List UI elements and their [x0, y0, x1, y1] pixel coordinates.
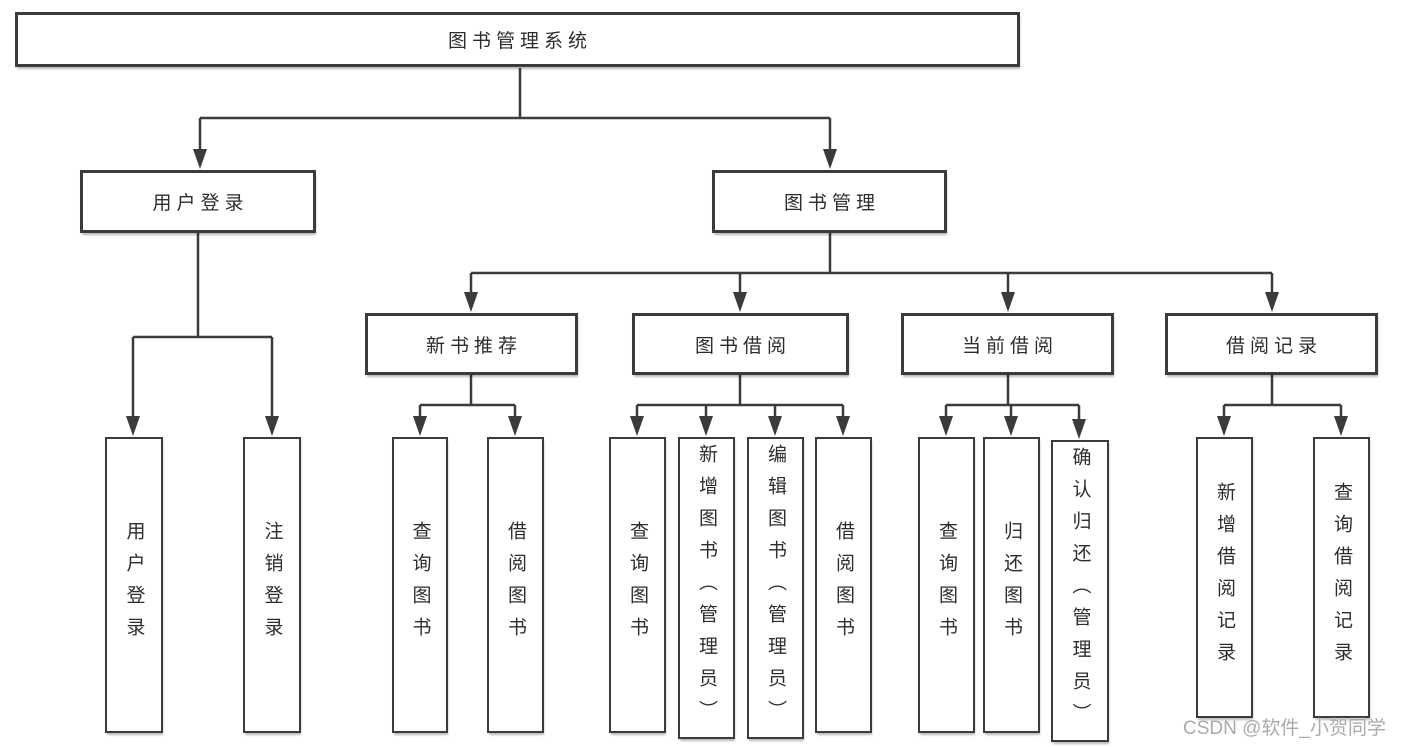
- connector-login: [131, 233, 274, 419]
- arrow-down-icon: [126, 416, 140, 436]
- arrow-down-icon: [1072, 419, 1086, 439]
- arrow-down-icon: [1334, 416, 1348, 436]
- leaf-confirm-return-admin: 确认归还（管理员）: [1051, 440, 1109, 742]
- arrow-down-icon: [939, 416, 953, 436]
- connector-recommend: [418, 375, 517, 419]
- leaf-return-books: 归还图书: [983, 437, 1040, 733]
- node-new-book-recommend: 新书推荐: [365, 313, 578, 375]
- leaf-label: 确认归还（管理员）: [1069, 447, 1091, 735]
- node-book-management: 图书管理: [712, 170, 947, 233]
- arrow-down-icon: [733, 292, 747, 312]
- node-book-borrowing: 图书借阅: [632, 313, 849, 375]
- arrow-down-icon: [508, 416, 522, 436]
- arrow-down-icon: [823, 149, 837, 169]
- connector-root: [198, 68, 832, 152]
- leaf-label: 新增图书（管理员）: [696, 444, 717, 732]
- leaf-label: 借阅图书: [505, 521, 526, 649]
- leaf-query-books-recommend: 查询图书: [392, 437, 448, 733]
- node-current-borrowing: 当前借阅: [901, 313, 1114, 375]
- leaf-logout: 注销登录: [243, 437, 301, 733]
- arrow-down-icon: [836, 416, 850, 436]
- node-user-login: 用户登录: [80, 170, 316, 233]
- connector-borrowing: [635, 375, 845, 419]
- leaf-add-borrow-record: 新增借阅记录: [1196, 437, 1253, 718]
- leaf-user-login: 用户登录: [105, 437, 163, 733]
- connector-current: [944, 375, 1081, 422]
- leaf-borrow-books-borrowing: 借阅图书: [815, 437, 872, 733]
- leaf-label: 查询图书: [627, 521, 648, 649]
- leaf-label: 查询图书: [409, 521, 431, 649]
- leaf-label: 注销登录: [261, 521, 283, 649]
- arrow-down-icon: [768, 416, 782, 436]
- arrow-down-icon: [265, 416, 279, 436]
- arrowheads: [126, 149, 1348, 439]
- csdn-watermark: CSDN @软件_小贺同学: [1183, 718, 1386, 739]
- arrow-down-icon: [1004, 416, 1018, 436]
- leaf-query-borrow-record: 查询借阅记录: [1313, 437, 1370, 718]
- leaf-add-book-admin: 新增图书（管理员）: [678, 437, 735, 739]
- arrow-down-icon: [699, 416, 713, 436]
- leaf-label: 查询图书: [936, 521, 957, 649]
- arrow-down-icon: [413, 416, 427, 436]
- node-system-root: 图书管理系统: [15, 12, 1020, 67]
- leaf-label: 查询借阅记录: [1331, 481, 1352, 674]
- arrow-down-icon: [1265, 292, 1279, 312]
- arrow-down-icon: [464, 292, 478, 312]
- connector-manage: [469, 233, 1274, 295]
- leaf-edit-book-admin: 编辑图书（管理员）: [747, 437, 804, 739]
- leaf-label: 借阅图书: [833, 521, 854, 649]
- connector-records: [1222, 375, 1343, 419]
- leaf-query-books-borrowing: 查询图书: [609, 437, 666, 733]
- leaf-query-books-current: 查询图书: [918, 437, 975, 733]
- leaf-label: 用户登录: [123, 521, 145, 649]
- arrow-down-icon: [630, 416, 644, 436]
- leaf-label: 归还图书: [1001, 521, 1022, 649]
- leaf-label: 编辑图书（管理员）: [765, 444, 786, 732]
- leaf-borrow-books-recommend: 借阅图书: [487, 437, 544, 733]
- node-borrowing-records: 借阅记录: [1165, 313, 1378, 375]
- leaf-label: 新增借阅记录: [1214, 481, 1235, 674]
- arrow-down-icon: [1217, 416, 1231, 436]
- arrow-down-icon: [193, 149, 207, 169]
- arrow-down-icon: [1001, 292, 1015, 312]
